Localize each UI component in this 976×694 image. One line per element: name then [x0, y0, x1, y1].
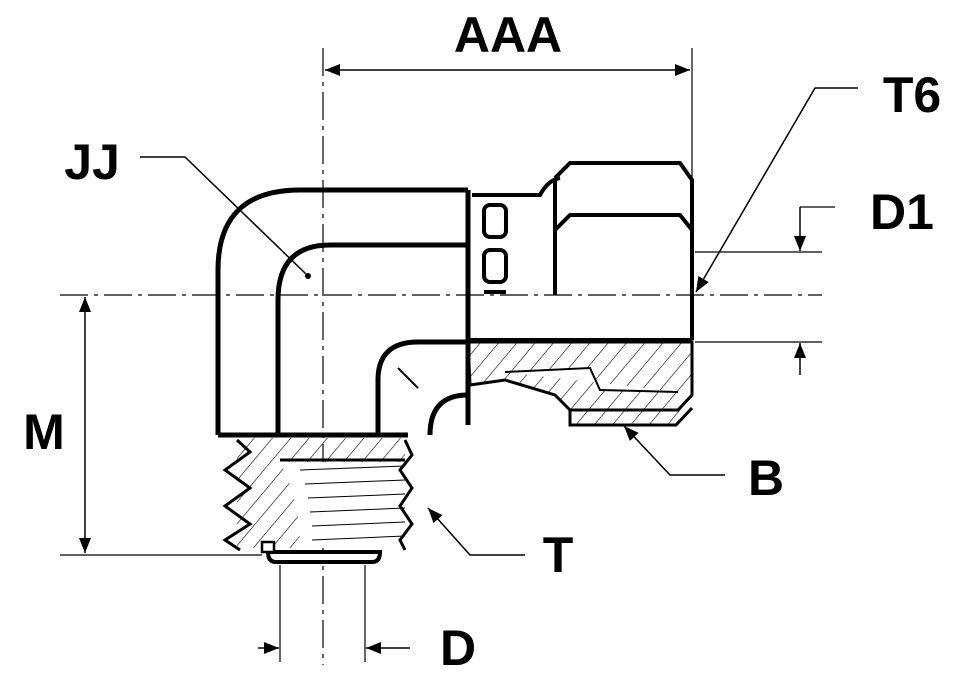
label-t6: T6	[882, 67, 942, 123]
elbow-body	[215, 187, 471, 438]
label-m: M	[23, 404, 65, 460]
dimension-aaa	[325, 48, 693, 180]
label-b: B	[747, 450, 785, 506]
label-aaa: AAA	[453, 7, 563, 63]
label-d: D	[439, 620, 477, 676]
swivel-nut	[468, 161, 694, 342]
dimension-d	[258, 565, 410, 662]
label-t: T	[542, 527, 574, 583]
dimension-d1	[695, 206, 835, 375]
threaded-end	[222, 438, 414, 564]
label-jj: JJ	[64, 134, 120, 190]
jj-point	[305, 273, 311, 279]
dimension-m	[60, 297, 262, 556]
leader-lines	[140, 87, 858, 556]
label-d1: D1	[870, 184, 934, 240]
